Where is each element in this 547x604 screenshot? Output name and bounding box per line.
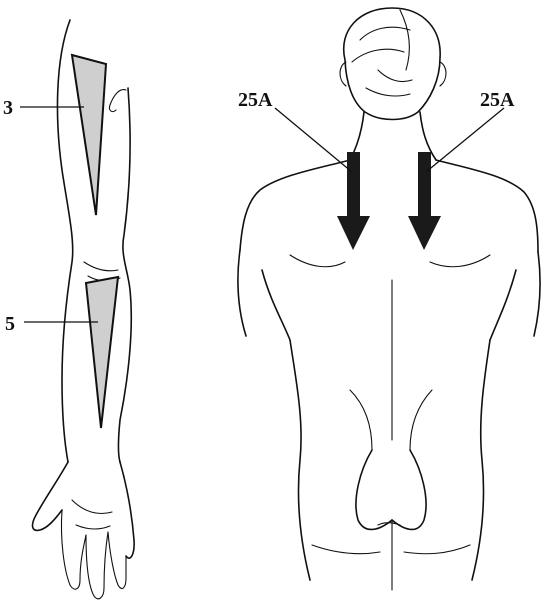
arrow-right xyxy=(408,152,441,250)
arm-lower-label: 5 xyxy=(5,313,15,335)
arm-lower-region xyxy=(86,277,118,428)
back-right-leader xyxy=(426,108,504,172)
back-left-label: 25A xyxy=(238,89,273,111)
arm-upper-label: 3 xyxy=(3,97,13,119)
back-right-label: 25A xyxy=(480,89,515,111)
back-left-leader xyxy=(275,108,352,172)
arrow-left xyxy=(337,152,370,250)
arm-upper-region xyxy=(72,55,106,215)
